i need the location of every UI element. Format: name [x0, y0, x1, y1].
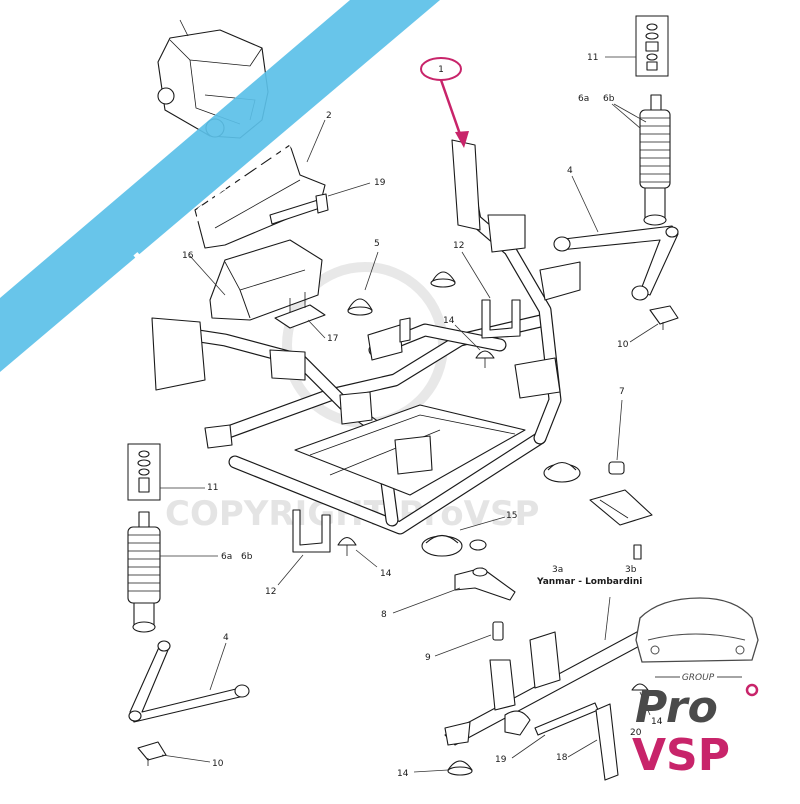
part-10-ball-joint-bottom: 10: [137, 741, 224, 769]
part-10-ball-joint-top: 10: [617, 305, 679, 350]
part-19-bolt-top: 19: [269, 178, 386, 225]
part-14-bump-stop-mid: 14: [337, 536, 392, 579]
svg-text:14: 14: [651, 717, 663, 727]
svg-text:6a: 6a: [221, 552, 232, 562]
logo-pro-text: Pro: [635, 682, 718, 733]
svg-text:19: 19: [495, 755, 507, 765]
svg-text:4: 4: [567, 166, 573, 176]
part-3-engine-support: 3a 3b Yanmar - Lombardini: [444, 565, 661, 746]
part-4-control-arm-top: 4: [553, 166, 679, 301]
part-16-engine-mount: 16: [182, 239, 323, 321]
svg-text:12: 12: [453, 241, 464, 251]
part-8-engine-bracket: 8: [381, 567, 516, 620]
part-7-rubber: 7: [608, 387, 625, 475]
part-11-kit-top: 11: [587, 15, 669, 77]
part-9-spacer: 9: [425, 621, 504, 663]
svg-text:18: 18: [556, 753, 568, 763]
part-4-control-arm-bottom: 4: [128, 633, 250, 723]
svg-text:4: 4: [223, 633, 229, 643]
logo-dot-icon: [745, 683, 759, 697]
part-6-shock-top: 6a 6b: [578, 94, 671, 226]
svg-text:7: 7: [619, 387, 625, 397]
logo-group-text: GROUP: [682, 673, 715, 683]
callout-1: 1: [420, 57, 469, 148]
svg-text:6a: 6a: [578, 94, 589, 104]
provsp-logo: GROUP Pro VSP: [632, 597, 759, 781]
part-14-bump-stop-bottom: 14: [397, 760, 473, 779]
svg-text:6b: 6b: [241, 552, 253, 562]
part-14-bump-stop-top: 14: [443, 316, 495, 368]
svg-text:5: 5: [374, 239, 380, 249]
svg-text:3b: 3b: [625, 565, 637, 575]
svg-text:14: 14: [380, 569, 392, 579]
svg-text:8: 8: [381, 610, 387, 620]
svg-text:10: 10: [617, 340, 629, 350]
part-6-shock-bottom: 6a 6b: [127, 511, 253, 633]
svg-text:12: 12: [265, 587, 276, 597]
svg-text:9: 9: [425, 653, 431, 663]
part-11-kit-bottom: 11: [127, 443, 218, 501]
svg-text:11: 11: [207, 483, 218, 493]
part-5-rubber-domes: 5: [347, 239, 456, 316]
part-bracket-right: [589, 489, 653, 560]
svg-text:10: 10: [212, 759, 224, 769]
svg-text:6b: 6b: [603, 94, 615, 104]
engine-label: Yanmar - Lombardini: [536, 577, 642, 587]
svg-text:14: 14: [443, 316, 455, 326]
chassis-frame: [151, 139, 581, 535]
part-12-bracket-top: 12: [453, 241, 521, 339]
svg-text:3a: 3a: [552, 565, 563, 575]
svg-text:2: 2: [326, 111, 332, 121]
svg-text:19: 19: [374, 178, 386, 188]
svg-text:14: 14: [397, 769, 409, 779]
svg-text:1: 1: [438, 65, 444, 75]
svg-text:16: 16: [182, 251, 194, 261]
svg-text:15: 15: [506, 511, 517, 521]
logo-vsp-text: VSP: [632, 730, 730, 781]
part-12-bracket-bottom: 12: [265, 509, 331, 597]
part-18-plate: 18 20: [556, 703, 642, 781]
part-17-stud-mount: 17: [274, 292, 338, 344]
svg-text:20: 20: [630, 728, 642, 738]
svg-text:17: 17: [327, 334, 338, 344]
svg-text:11: 11: [587, 53, 598, 63]
part-14-bump-stop-right: 14: [631, 683, 663, 727]
part-15-silentbloc: 15: [421, 461, 581, 557]
